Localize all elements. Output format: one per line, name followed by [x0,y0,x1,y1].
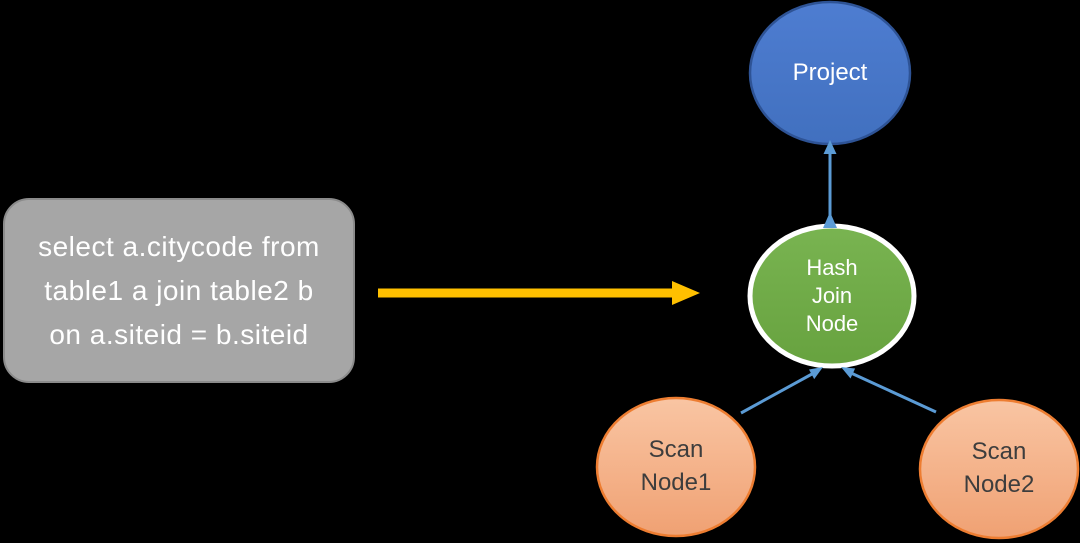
scan-node1-circle [595,396,757,538]
scan-node2-circle [918,398,1080,540]
hash-join-node-circle [747,223,917,369]
hashjoin-to-project-tail-icon [823,212,837,228]
project-node-circle [748,0,912,146]
hashjoin-to-project-arrowhead-icon [823,140,837,154]
scan2-to-hashjoin-arrowhead-icon [841,367,856,379]
scan1-to-hashjoin-arrowhead-icon [809,367,823,380]
sql-to-plan-arrowhead-icon [672,281,700,305]
sql-query-box: select a.citycode from table1 a join tab… [3,198,355,383]
scan2-to-hashjoin-connector [850,371,937,414]
scan1-to-hashjoin-connector [740,372,813,415]
